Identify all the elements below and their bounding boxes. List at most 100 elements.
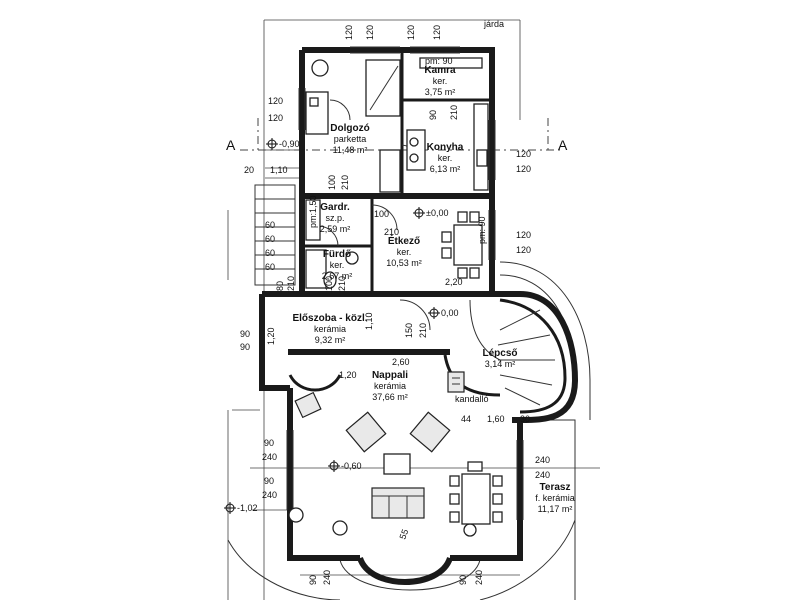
dimension-label: 1,10 [270,165,288,175]
room-area: 11,48 m² [333,145,368,155]
dimension-label: 1,20 [339,370,357,380]
level-value: ±0,00 [426,208,448,218]
dimension-label: 1,10 [364,312,374,330]
dimension-label: 120 [516,245,531,255]
dimension-label: 60 [265,220,275,230]
room-name: Étkező [388,234,420,247]
dimension-label: 240 [262,452,277,462]
dimension-label: 240 [474,570,484,585]
level-value: -0,90 [279,139,300,149]
dimension-label: 90 [264,438,274,448]
room-area: 9,32 m² [315,335,346,345]
room-material: ker. [397,247,412,257]
dimension-label: 210 [384,227,399,237]
pm-label: pm: 90 [425,56,453,66]
room-name: Kamra [424,65,456,76]
dimension-label: 120 [365,25,375,40]
dimension-label: 240 [535,470,550,480]
dimension-label: 120 [268,113,283,123]
dimension-label: 240 [535,455,550,465]
dimension-label: 210 [340,175,350,190]
room-name: Nappali [372,370,408,381]
dimension-label: 90 [264,476,274,486]
dimension-label: 120 [268,96,283,106]
room-name: Konyha [427,142,464,153]
dimension-label: 30 [520,414,530,424]
dimension-label: 60 [265,262,275,272]
room-name: Gardr. [320,202,350,213]
walls [259,47,579,585]
dimension-label: 90 [240,342,250,352]
room-name: Terasz [540,482,571,493]
room-area: 2,67 m² [322,271,353,281]
dimension-label: 1,60 [487,414,505,424]
pm-label-small: pm: 90 [477,216,487,244]
entrance-stairs [254,184,296,286]
room-area: 10,53 m² [386,258,422,268]
dimension-label: 120 [432,25,442,40]
dimension-label: 120 [344,25,354,40]
room-material: ker. [330,260,345,270]
room-material: sz.p. [325,213,344,223]
dimension-label: 80 [275,281,285,291]
section-marker-right: A [558,137,568,153]
windows [286,46,524,520]
dimension-label: 120 [406,25,416,40]
dimension-label: 60 [265,248,275,258]
room-area: 11,17 m² [538,504,573,514]
dimension-label: 240 [322,570,332,585]
dimension-label: 55 [397,528,410,541]
dimension-label: 100 [327,175,337,190]
room-area: 2,59 m² [320,224,351,234]
dimension-label: 100 [374,209,389,219]
dimension-label: 100 [324,276,334,291]
street-label: járda [483,19,504,29]
dimension-label: 2,20 [445,277,463,287]
dimension-label: 60 [265,234,275,244]
room-material: f. kerámia [535,493,575,503]
level-value: -0,60 [341,461,362,471]
dimension-label: 210 [286,276,296,291]
level-marker: -1,02 [224,502,258,514]
room-material: kerámia [314,324,346,334]
room-area: 3,75 m² [425,87,456,97]
dimension-label: 90 [240,329,250,339]
level-cross [428,307,440,319]
level-marker: -0,60 [328,460,362,472]
dimension-label: 20 [244,165,254,175]
furniture [288,57,503,537]
level-marker: -0,90 [266,138,300,150]
dimension-label: 2,60 [392,357,410,367]
level-cross [266,138,278,150]
room-material: kerámia [374,381,406,391]
dimension-label: 90 [308,575,318,585]
dimension-label: 90 [428,110,438,120]
level-markers: -0,90 ±0,00 0,00 -0,60 -1,02 [224,138,459,514]
level-marker: ±0,00 [413,207,448,219]
room-area: 3,14 m² [485,359,516,369]
level-marker: 0,00 [428,307,459,319]
level-cross [413,207,425,219]
dimension-label: 90 [458,575,468,585]
room-name: Lépcső [482,348,517,359]
dimension-frame [227,19,600,600]
room-material: ker. [438,153,453,163]
level-value: -1,02 [237,503,258,513]
level-cross [328,460,340,472]
dimension-label: 120 [516,149,531,159]
dimension-label: 210 [337,276,347,291]
dimension-label: 240 [262,490,277,500]
level-value: 0,00 [441,308,459,318]
dimension-label: 210 [418,323,428,338]
room-material: parketta [334,134,367,144]
room-name: Dolgozó [330,123,369,134]
